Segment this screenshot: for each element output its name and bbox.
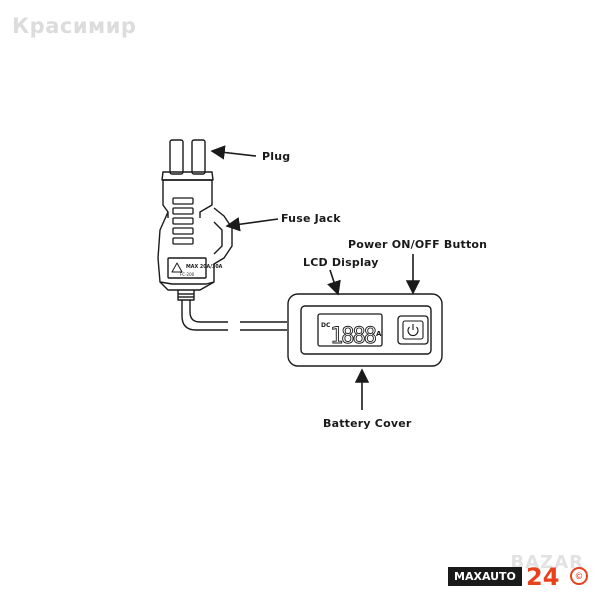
fuse-jack-notch [213, 221, 223, 255]
meter-face [300, 305, 432, 355]
model-text: FC-200 [180, 272, 195, 277]
plug-base [161, 171, 214, 181]
power-button [397, 315, 429, 345]
meter-body [287, 293, 443, 367]
logo-brand-text: MAXAUTO [448, 567, 522, 586]
fuse-tester [157, 139, 287, 331]
logo-number-text: 24 [526, 563, 560, 591]
label-lcd-display: LCD Display [303, 256, 379, 269]
logo-bazar-text: BAZAR [510, 552, 584, 573]
arrow-fuse-jack [225, 217, 279, 232]
power-icon [407, 326, 419, 337]
label-fuse-jack: Fuse Jack [281, 212, 341, 225]
lcd-dc-text: DC [321, 322, 331, 329]
meter-unit [287, 293, 443, 367]
grip-slots [172, 197, 194, 245]
site-logo: BAZAR MAXAUTO 24 © [448, 552, 588, 591]
lcd-unit-text: A [376, 330, 382, 338]
lcd-digits: 1888 [330, 324, 376, 349]
label-power-button: Power ON/OFF Button [348, 238, 488, 251]
cable-left [181, 300, 228, 331]
watermark-text: Красимир [12, 14, 137, 38]
arrow-plug [210, 145, 257, 160]
warning-triangle-icon [171, 262, 183, 273]
lcd-window [317, 313, 383, 347]
label-plug: Plug [262, 150, 291, 163]
copyright-icon: © [570, 567, 588, 585]
tester-upper-body [163, 179, 213, 218]
plug-prong-left [169, 139, 184, 175]
tester-main-body [157, 207, 233, 285]
strain-relief [177, 290, 195, 301]
plug-prong-right [191, 139, 206, 175]
arrow-lcd-display [327, 269, 341, 296]
warning-text: MAX 20A/30A [186, 264, 223, 270]
warning-label [167, 257, 207, 279]
label-battery-cover: Battery Cover [323, 417, 412, 430]
